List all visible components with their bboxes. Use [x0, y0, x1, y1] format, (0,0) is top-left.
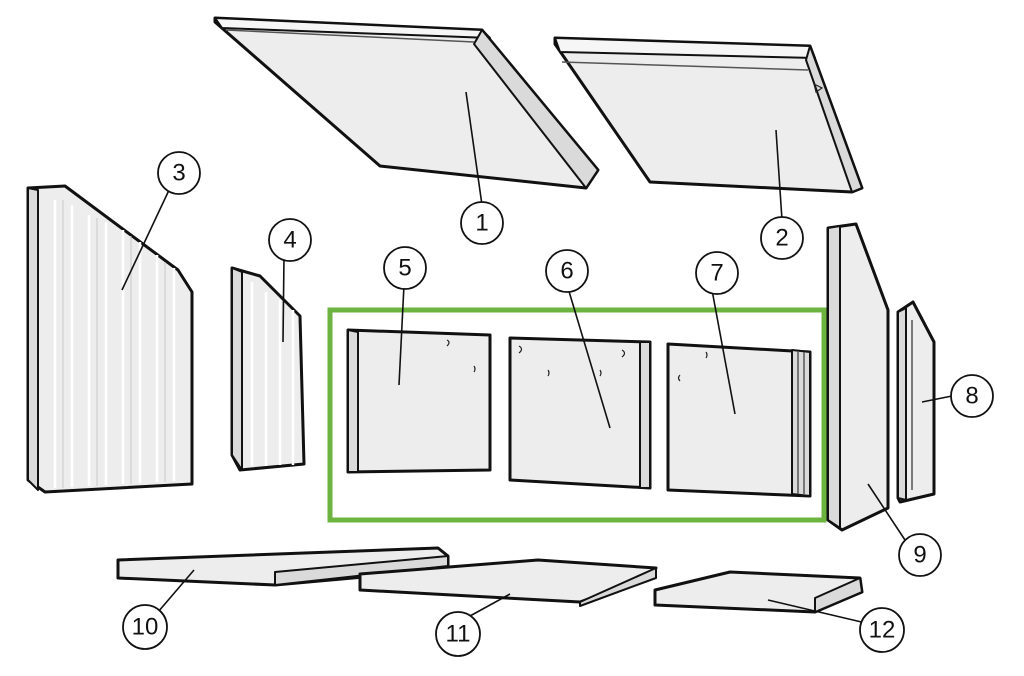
- callout-6: 6: [545, 249, 589, 293]
- leader-8: [921, 395, 953, 403]
- leader-5: [398, 284, 405, 386]
- callout-1: 1: [460, 201, 504, 245]
- callout-11-label: 11: [446, 621, 471, 648]
- part-11-floor-plate: [358, 558, 658, 607]
- leader-9: [867, 483, 906, 541]
- part-3-side-panel: [26, 184, 194, 494]
- callout-4: 4: [268, 218, 312, 262]
- callout-4-label: 4: [283, 227, 296, 254]
- callout-8-label: 8: [965, 383, 978, 410]
- leader-12: [767, 599, 871, 625]
- callout-1-label: 1: [475, 210, 488, 237]
- callout-10: 10: [122, 604, 168, 650]
- callout-3-label: 3: [172, 160, 185, 187]
- callout-12-label: 12: [869, 617, 896, 644]
- callout-3: 3: [157, 151, 201, 195]
- part-1-baffle-plate: [213, 16, 600, 190]
- part-6-back-panel: [508, 336, 652, 490]
- callout-9: 9: [898, 533, 942, 577]
- callout-8: 8: [950, 374, 994, 418]
- leader-7: [711, 289, 736, 415]
- callout-4-circle: [268, 218, 312, 262]
- callout-9-circle: [898, 533, 942, 577]
- callout-3-circle: [157, 151, 201, 195]
- callout-6-label: 6: [560, 258, 573, 285]
- part-4-side-panel: [230, 266, 306, 472]
- leader-1: [465, 91, 483, 206]
- callout-12: 12: [859, 607, 905, 653]
- callout-2-label: 2: [775, 225, 788, 252]
- leader-11: [469, 593, 511, 617]
- leader-2: [775, 129, 783, 221]
- callout-12-circle: [859, 607, 905, 653]
- callout-9-label: 9: [913, 542, 926, 569]
- callout-11-circle: [435, 611, 481, 657]
- part-9-side-panel: [826, 222, 890, 532]
- leader-10: [157, 569, 195, 613]
- callout-8-circle: [950, 374, 994, 418]
- callout-5: 5: [383, 246, 427, 290]
- part-5-back-panel: [346, 328, 492, 474]
- callout-7-label: 7: [710, 260, 723, 287]
- callout-1-circle: [460, 201, 504, 245]
- callout-11: 11: [435, 611, 481, 657]
- highlight-frame: [327, 307, 827, 523]
- part-12-floor-plate: [653, 570, 864, 614]
- callout-10-circle: [122, 604, 168, 650]
- callout-2: 2: [760, 216, 804, 260]
- callout-7: 7: [695, 251, 739, 295]
- part-8-side-panel: [896, 300, 936, 504]
- leader-6: [567, 287, 611, 429]
- callout-5-circle: [383, 246, 427, 290]
- leader-4: [282, 255, 285, 343]
- leader-lines: [121, 91, 953, 625]
- part-2-baffle-plate: [553, 36, 864, 194]
- leader-3: [121, 187, 171, 291]
- callout-6-circle: [545, 249, 589, 293]
- callout-2-circle: [760, 216, 804, 260]
- callout-7-circle: [695, 251, 739, 295]
- callout-5-label: 5: [398, 255, 411, 282]
- callout-10-label: 10: [132, 614, 159, 641]
- part-7-back-panel: [666, 342, 812, 498]
